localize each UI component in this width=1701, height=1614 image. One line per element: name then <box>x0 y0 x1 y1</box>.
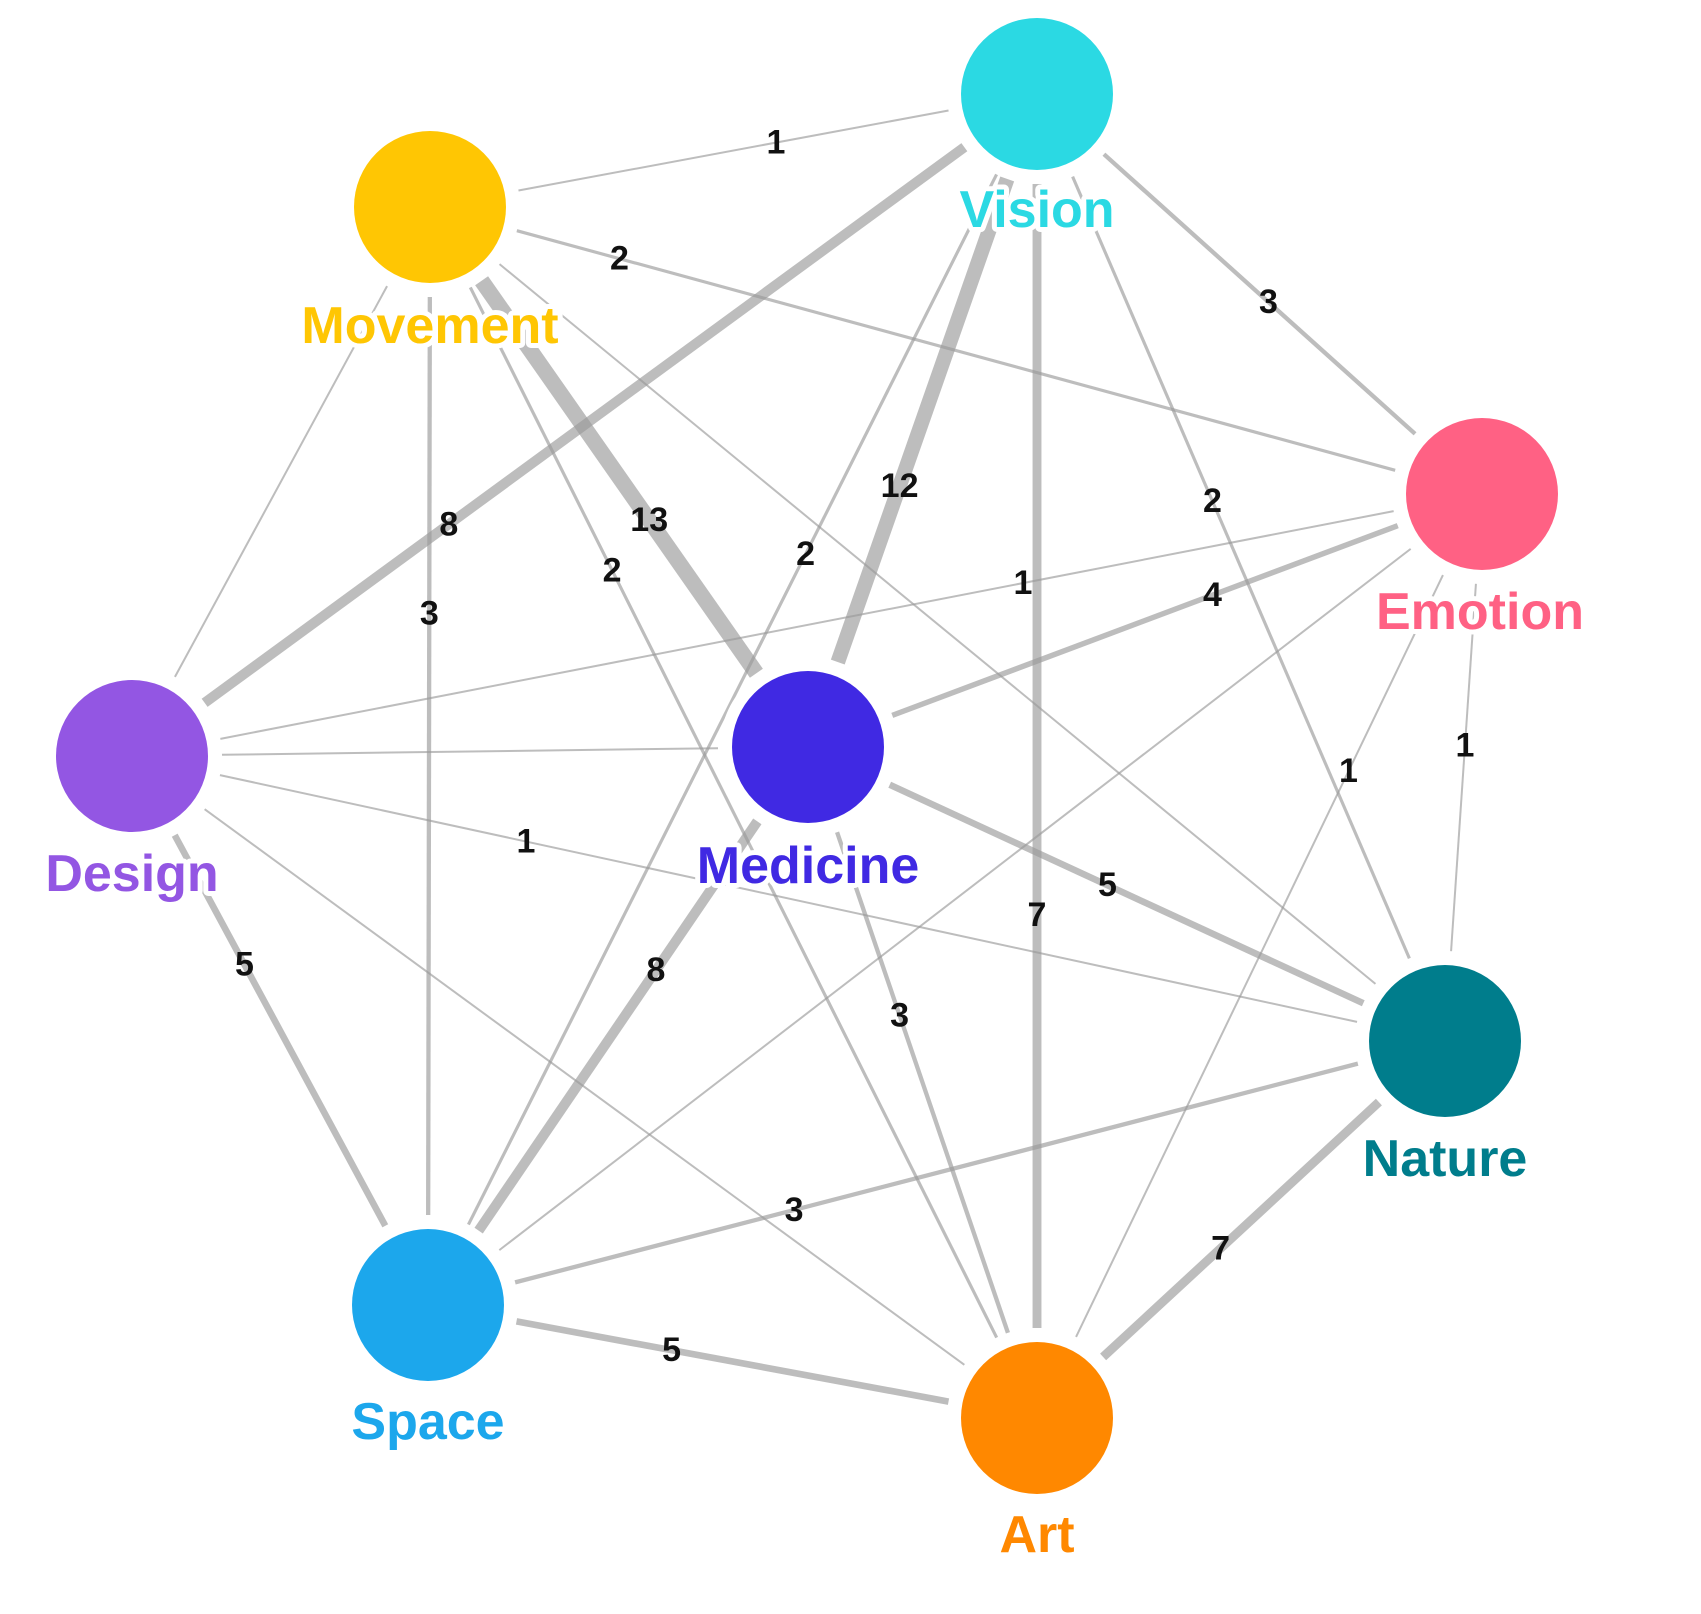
edge-medicine-nature <box>888 781 1365 1007</box>
edge-movement-emotion <box>516 229 1396 472</box>
edge-weight-label: 1 <box>1339 752 1358 790</box>
node-circle <box>1369 965 1521 1117</box>
edge-design-medicine <box>221 747 719 756</box>
node-label: Nature <box>1363 1130 1528 1188</box>
edge-medicine-art <box>835 831 1010 1334</box>
edge-movement-medicine <box>475 276 763 678</box>
node-art: Art <box>949 1330 1125 1569</box>
edge-design-space <box>171 833 389 1228</box>
edge-movement-art <box>468 286 999 1339</box>
edge-emotion-nature <box>1450 583 1477 952</box>
node-design: Design <box>40 668 224 908</box>
edge-weight-label: 1 <box>1014 564 1033 602</box>
edge-weight-label: 1 <box>767 124 786 162</box>
edge-space-art <box>515 1318 950 1405</box>
edge-movement-design <box>174 285 388 678</box>
edge-weight-label: 7 <box>1028 896 1047 934</box>
edge-weight-label: 8 <box>439 505 458 543</box>
node-circle <box>352 1229 504 1381</box>
edge-weight-label: 2 <box>796 535 815 573</box>
edge-space-nature <box>514 1061 1359 1285</box>
node-medicine: Medicine <box>692 659 924 900</box>
node-vision: Vision <box>949 6 1125 244</box>
edge-vision-design <box>201 143 968 707</box>
node-label: Emotion <box>1376 583 1584 641</box>
node-label: Design <box>45 845 218 903</box>
node-circle <box>354 131 506 283</box>
edge-medicine-emotion <box>891 523 1399 718</box>
edge-vision-space <box>467 173 998 1226</box>
edge-weight-label: 2 <box>1203 482 1222 520</box>
edges-layer <box>171 109 1477 1405</box>
node-label: Vision <box>959 181 1114 239</box>
edge-weight-label: 3 <box>420 594 439 632</box>
node-circle <box>961 18 1113 170</box>
edge-weight-label: 5 <box>235 946 254 984</box>
edge-weight-label: 2 <box>610 240 629 278</box>
node-nature: Nature <box>1357 953 1533 1193</box>
edge-design-art <box>204 808 965 1366</box>
node-circle <box>961 1342 1113 1494</box>
edge-vision-emotion <box>1102 152 1417 436</box>
edge-weight-label: 5 <box>662 1331 681 1369</box>
edge-design-nature <box>219 774 1358 1023</box>
edge-weight-label: 2 <box>603 551 622 589</box>
edge-movement-nature <box>498 263 1377 985</box>
edge-space-emotion <box>498 548 1412 1251</box>
edge-design-emotion <box>220 510 1394 740</box>
edge-weight-label: 1 <box>1456 727 1475 765</box>
node-circle <box>1406 418 1558 570</box>
node-label: Movement <box>301 297 558 355</box>
edge-weight-label: 3 <box>1259 283 1278 321</box>
edge-nature-art <box>1100 1098 1382 1361</box>
node-label: Medicine <box>697 837 920 895</box>
edge-weight-label: 7 <box>1211 1229 1230 1267</box>
node-emotion: Emotion <box>1371 406 1589 646</box>
node-circle <box>56 680 208 832</box>
edge-weight-label: 4 <box>1203 576 1222 614</box>
edge-weight-label: 13 <box>630 501 668 539</box>
edge-weight-label: 5 <box>1098 866 1117 904</box>
node-movement: Movement <box>296 119 564 360</box>
edge-vision-nature <box>1071 176 1411 959</box>
node-label: Space <box>351 1393 504 1451</box>
edge-weight-label: 1 <box>516 823 535 861</box>
edge-medicine-space <box>474 818 762 1234</box>
node-space: Space <box>340 1217 516 1456</box>
edge-vision-medicine <box>830 176 1015 665</box>
edge-weight-label: 12 <box>881 467 919 505</box>
edge-weight-label: 3 <box>890 996 909 1034</box>
edge-movement-vision <box>518 109 949 192</box>
node-circle <box>732 671 884 823</box>
node-label: Art <box>999 1506 1074 1564</box>
edge-weight-label: 3 <box>785 1191 804 1229</box>
edge-weight-label: 8 <box>647 951 666 989</box>
edge-movement-space <box>426 296 432 1216</box>
edge-emotion-art <box>1075 574 1444 1338</box>
